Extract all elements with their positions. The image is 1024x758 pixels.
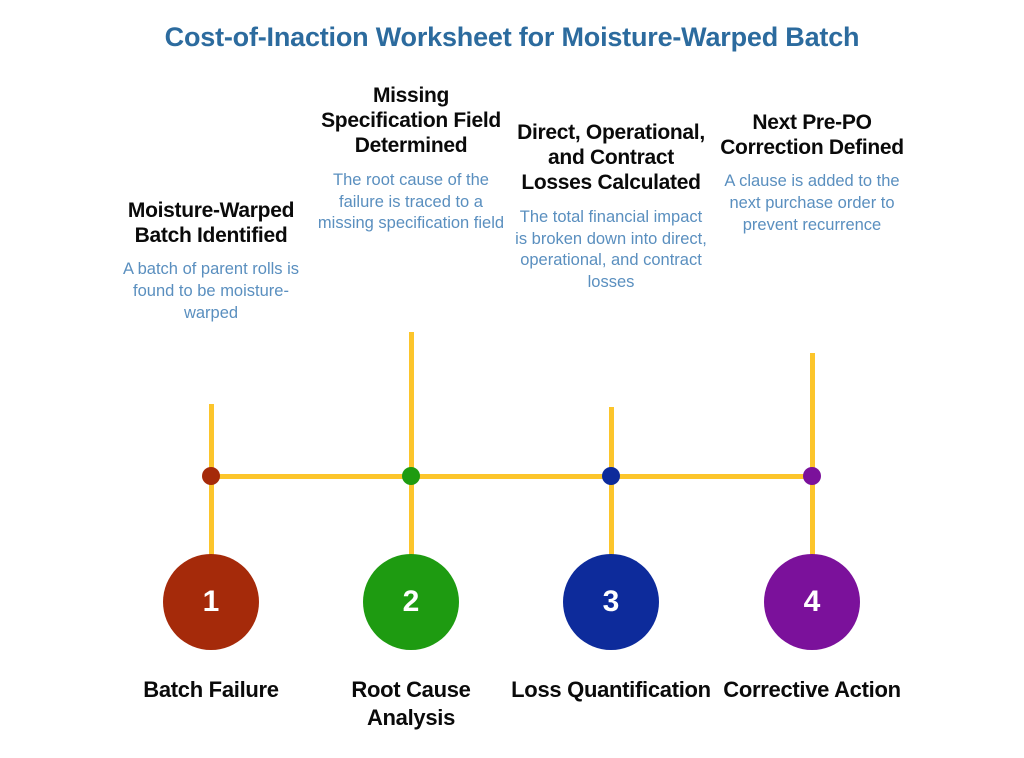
timeline-axis xyxy=(211,474,812,479)
step-heading-4: Next Pre-PO Correction Defined xyxy=(720,111,904,160)
step-number-1: 1 xyxy=(202,584,220,618)
step-number-3: 3 xyxy=(602,584,620,618)
step-heading-1: Moisture-Warped Batch Identified xyxy=(127,199,295,248)
phase-label-1: Batch Failure xyxy=(143,677,279,702)
step-heading-3: Direct, Operational, and Contract Losses… xyxy=(517,121,705,195)
step-description-4: A clause is added to the next purchase o… xyxy=(724,172,900,235)
step-column-4: Next Pre-PO Correction Defined A clause … xyxy=(716,110,908,237)
connector-line-step-2 xyxy=(409,332,414,562)
step-heading-2: Missing Specification Field Determined xyxy=(321,84,501,158)
step-number-2: 2 xyxy=(402,584,420,618)
page-title: Cost-of-Inaction Worksheet for Moisture-… xyxy=(164,22,860,52)
phase-label-3: Loss Quantification xyxy=(511,677,711,702)
step-description-1: A batch of parent rolls is found to be m… xyxy=(122,260,300,323)
timeline-dot-step-4 xyxy=(803,467,821,485)
step-circle-3[interactable]: 3 xyxy=(563,554,659,650)
step-description-3: The total financial impact is broken dow… xyxy=(515,207,707,292)
phase-label-4: Corrective Action xyxy=(723,677,901,702)
step-circle-4[interactable]: 4 xyxy=(764,554,860,650)
step-column-1: Moisture-Warped Batch Identified A batch… xyxy=(115,198,307,325)
step-circle-2[interactable]: 2 xyxy=(363,554,459,650)
step-circle-1[interactable]: 1 xyxy=(163,554,259,650)
step-column-2: Missing Specification Field Determined T… xyxy=(315,83,507,235)
connector-line-step-4 xyxy=(810,353,815,562)
step-description-2: The root cause of the failure is traced … xyxy=(317,170,505,233)
timeline-dot-step-1 xyxy=(202,467,220,485)
step-column-3: Direct, Operational, and Contract Losses… xyxy=(515,120,707,294)
timeline-dot-step-3 xyxy=(602,467,620,485)
step-number-4: 4 xyxy=(803,584,821,618)
timeline-dot-step-2 xyxy=(402,467,420,485)
phase-label-2: Root Cause Analysis xyxy=(351,677,471,731)
